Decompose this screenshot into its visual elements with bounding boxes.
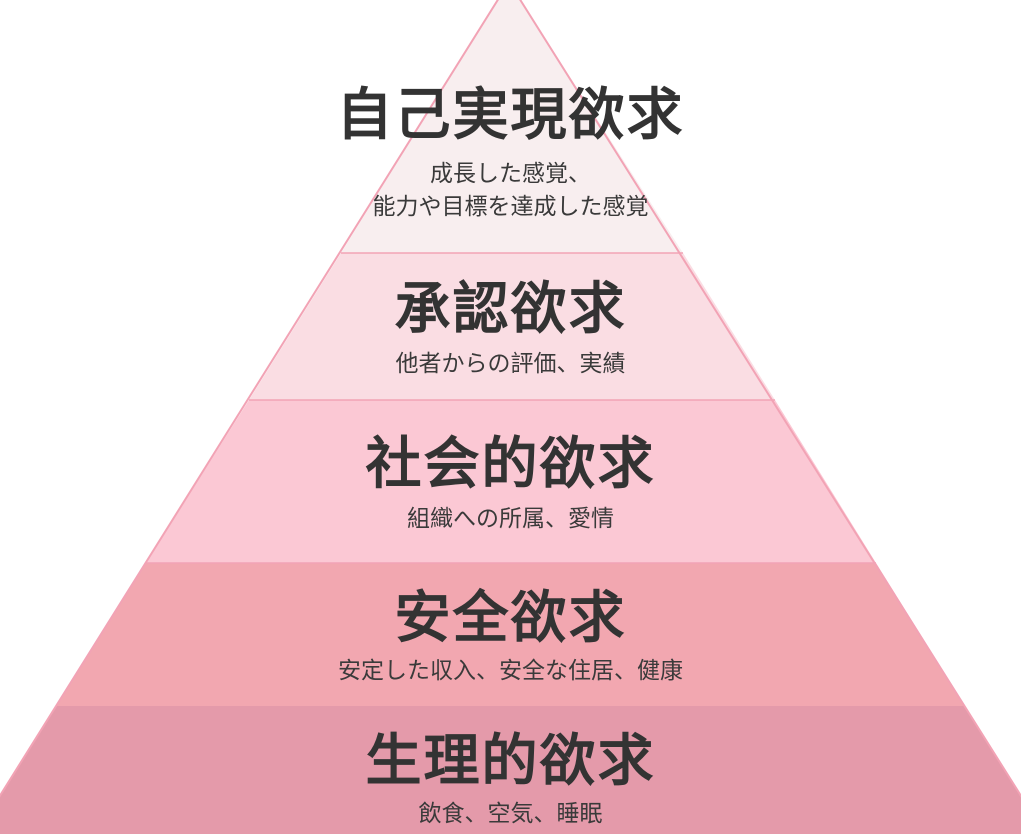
level-title: 生理的欲求 xyxy=(365,729,656,794)
level-description: 安定した収入、安全な住居、健康 xyxy=(0,655,1021,688)
level-title: 社会的欲求 xyxy=(365,432,656,497)
level-description-line: 能力や目標を達成した感覚 xyxy=(372,194,649,220)
pyramid-band-self-actualization xyxy=(341,0,683,253)
pyramid-band-social xyxy=(146,400,876,563)
pyramid-band-physiological xyxy=(0,706,1021,834)
level-social: 社会的欲求 組織への所属、愛情 xyxy=(0,437,1021,536)
level-description: 飲食、空気、睡眠 xyxy=(0,798,1021,831)
level-description-line: 飲食、空気、睡眠 xyxy=(418,801,603,827)
level-safety: 安全欲求 安定した収入、安全な住居、健康 xyxy=(0,591,1021,688)
pyramid-band-esteem xyxy=(249,253,775,400)
pyramid-band-safety xyxy=(56,563,965,706)
level-title: 安全欲求 xyxy=(394,586,627,651)
level-description: 他者からの評価、実績 xyxy=(0,348,1021,381)
level-description-line: 組織への所属、愛情 xyxy=(407,506,614,532)
level-description-line: 成長した感覚、 xyxy=(430,161,591,187)
level-title: 自己実現欲求 xyxy=(336,83,685,148)
level-esteem: 承認欲求 他者からの評価、実績 xyxy=(0,282,1021,381)
level-description-line: 他者からの評価、実績 xyxy=(395,351,626,377)
level-description: 成長した感覚、 能力や目標を達成した感覚 xyxy=(0,158,1021,224)
level-description-line: 安定した収入、安全な住居、健康 xyxy=(338,658,683,684)
level-physiological: 生理的欲求 飲食、空気、睡眠 xyxy=(0,734,1021,831)
level-self-actualization: 自己実現欲求 成長した感覚、 能力や目標を達成した感覚 xyxy=(0,88,1021,224)
level-title: 承認欲求 xyxy=(394,277,627,342)
level-description: 組織への所属、愛情 xyxy=(0,503,1021,536)
